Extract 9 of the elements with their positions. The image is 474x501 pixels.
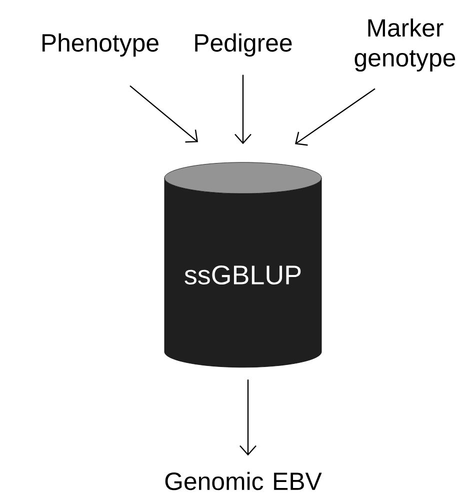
arrow — [295, 88, 376, 146]
input-label: Phenotype — [42, 33, 158, 57]
arrow — [240, 380, 256, 456]
output-label: Genomic EBV — [165, 472, 322, 490]
input-label: Marker genotype — [354, 18, 456, 72]
database-cylinder: ssGBLUP — [164, 162, 322, 368]
input-label: Pedigree — [195, 33, 292, 57]
arrow — [234, 74, 252, 144]
arrow — [130, 85, 198, 143]
